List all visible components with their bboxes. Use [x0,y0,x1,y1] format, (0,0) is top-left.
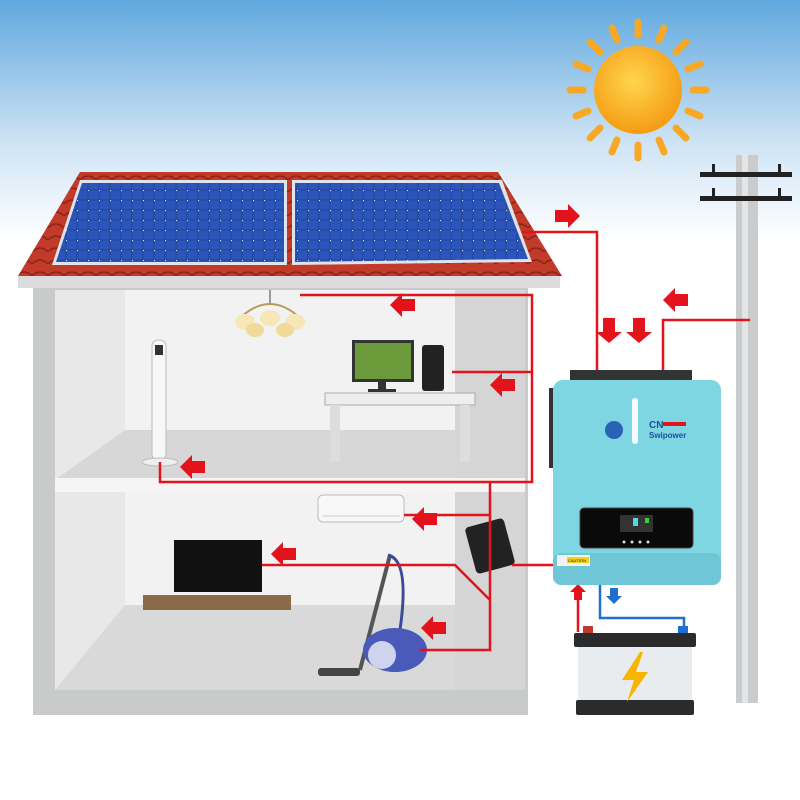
air-conditioner-icon [317,494,405,523]
brand-name: Swipower [649,431,686,440]
dc-arrow [606,588,622,604]
dc-wire [598,585,686,632]
solar-panel-right [292,180,532,265]
sun-icon [566,18,710,162]
vacuum-cleaner-icon [318,553,427,676]
brand-prefix: CN [649,420,663,431]
desk-computer-icon [324,340,476,462]
tv-icon [143,540,291,610]
hybrid-inverter: CN Swipower CAUTION [549,370,721,585]
caution-label: CAUTION [568,558,586,563]
chandelier-icon [235,290,305,337]
utility-pole [700,155,792,703]
brand-logo-icon [605,421,623,439]
ac-wires [158,230,750,652]
battery-icon [574,626,696,715]
lightning-icon [622,652,648,702]
solar-panel-left [52,180,287,265]
flow-arrows [180,204,688,640]
